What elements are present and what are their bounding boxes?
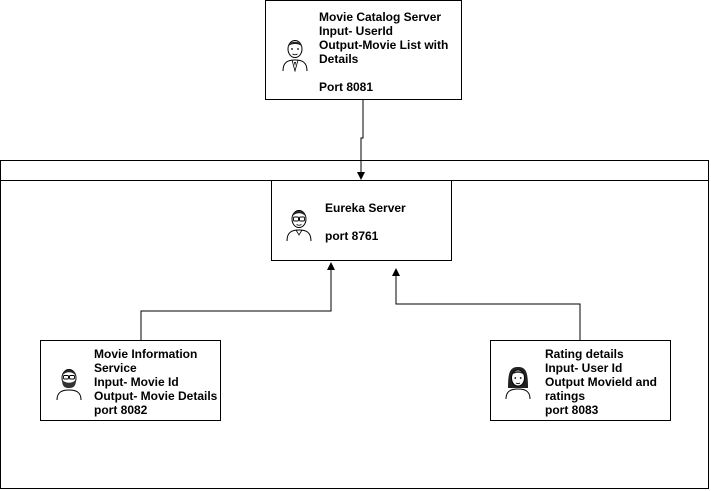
man-glasses-avatar-icon: [286, 210, 312, 242]
rating-node-text: Rating details Input- User Id Output Mov…: [545, 347, 657, 417]
catalog-title: Movie Catalog Server: [319, 10, 442, 24]
eureka-title: Eureka Server: [325, 201, 406, 215]
rating-output-cont: ratings: [545, 389, 586, 403]
rating-title: Rating details: [545, 347, 624, 361]
info-node-text: Movie Information Service Input- Movie I…: [94, 347, 217, 417]
woman-avatar-icon: [505, 367, 531, 400]
movie-information-service-node[interactable]: Movie Information Service Input- Movie I…: [40, 340, 221, 421]
eureka-port: port 8761: [325, 229, 379, 243]
catalog-port: Port 8081: [319, 80, 374, 94]
rating-details-node[interactable]: Rating details Input- User Id Output Mov…: [490, 340, 671, 421]
eureka-blank: [325, 215, 406, 229]
eureka-node-text: Eureka Server port 8761: [325, 201, 406, 243]
catalog-node-text: Movie Catalog Server Input- UserId Outpu…: [319, 10, 448, 94]
rating-input: Input- User Id: [545, 361, 623, 375]
movie-catalog-server-node[interactable]: Movie Catalog Server Input- UserId Outpu…: [265, 0, 462, 100]
info-port: port 8082: [94, 403, 148, 417]
info-output: Output- Movie Details: [94, 389, 218, 403]
rating-port: port 8083: [545, 403, 599, 417]
info-title: Movie Information: [94, 347, 198, 361]
catalog-output-cont: Details: [319, 52, 359, 66]
catalog-input: Input- UserId: [319, 24, 393, 38]
service-registry-container: [0, 160, 709, 489]
eureka-server-node[interactable]: Eureka Server port 8761: [271, 180, 452, 261]
info-title-cont: Service: [94, 361, 137, 375]
rating-output: Output MovieId and: [545, 375, 657, 389]
catalog-blank: [319, 66, 448, 80]
man-avatar-icon: [282, 40, 308, 72]
info-input: Input- Movie Id: [94, 375, 179, 389]
catalog-output: Output-Movie List with: [319, 38, 449, 52]
bearded-man-avatar-icon: [56, 369, 82, 401]
